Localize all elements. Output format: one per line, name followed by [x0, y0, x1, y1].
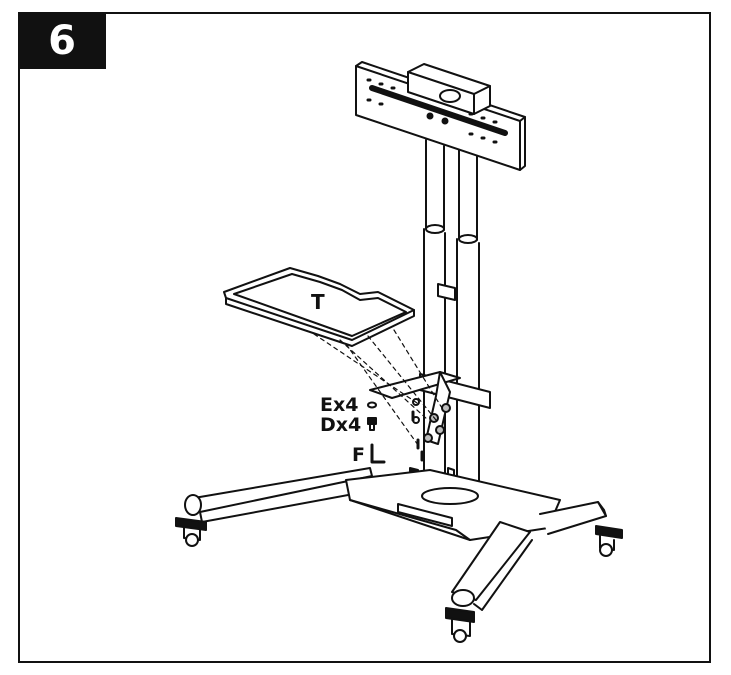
alignment-guides	[313, 329, 443, 446]
caster-left	[175, 517, 207, 547]
allen-key-icon	[370, 443, 386, 464]
bolt-icon	[367, 417, 377, 431]
shelf-support-bracket	[369, 371, 461, 445]
caster-right	[595, 525, 623, 557]
diagram-frame	[18, 12, 711, 663]
upper-columns	[425, 139, 478, 244]
base-frame	[184, 467, 607, 611]
tv-mount-bracket	[355, 61, 526, 171]
shelf-label: T	[311, 290, 325, 314]
glass-shelf	[223, 267, 415, 347]
allen-key-label: F	[352, 444, 365, 466]
caster-front	[445, 607, 475, 643]
lower-columns	[419, 228, 491, 501]
step-number-badge: 6	[18, 12, 106, 69]
washer-icon	[367, 401, 377, 409]
washer-label: Ex4	[320, 394, 359, 416]
step-number: 6	[48, 17, 76, 64]
bolt-label: Dx4	[320, 414, 362, 436]
